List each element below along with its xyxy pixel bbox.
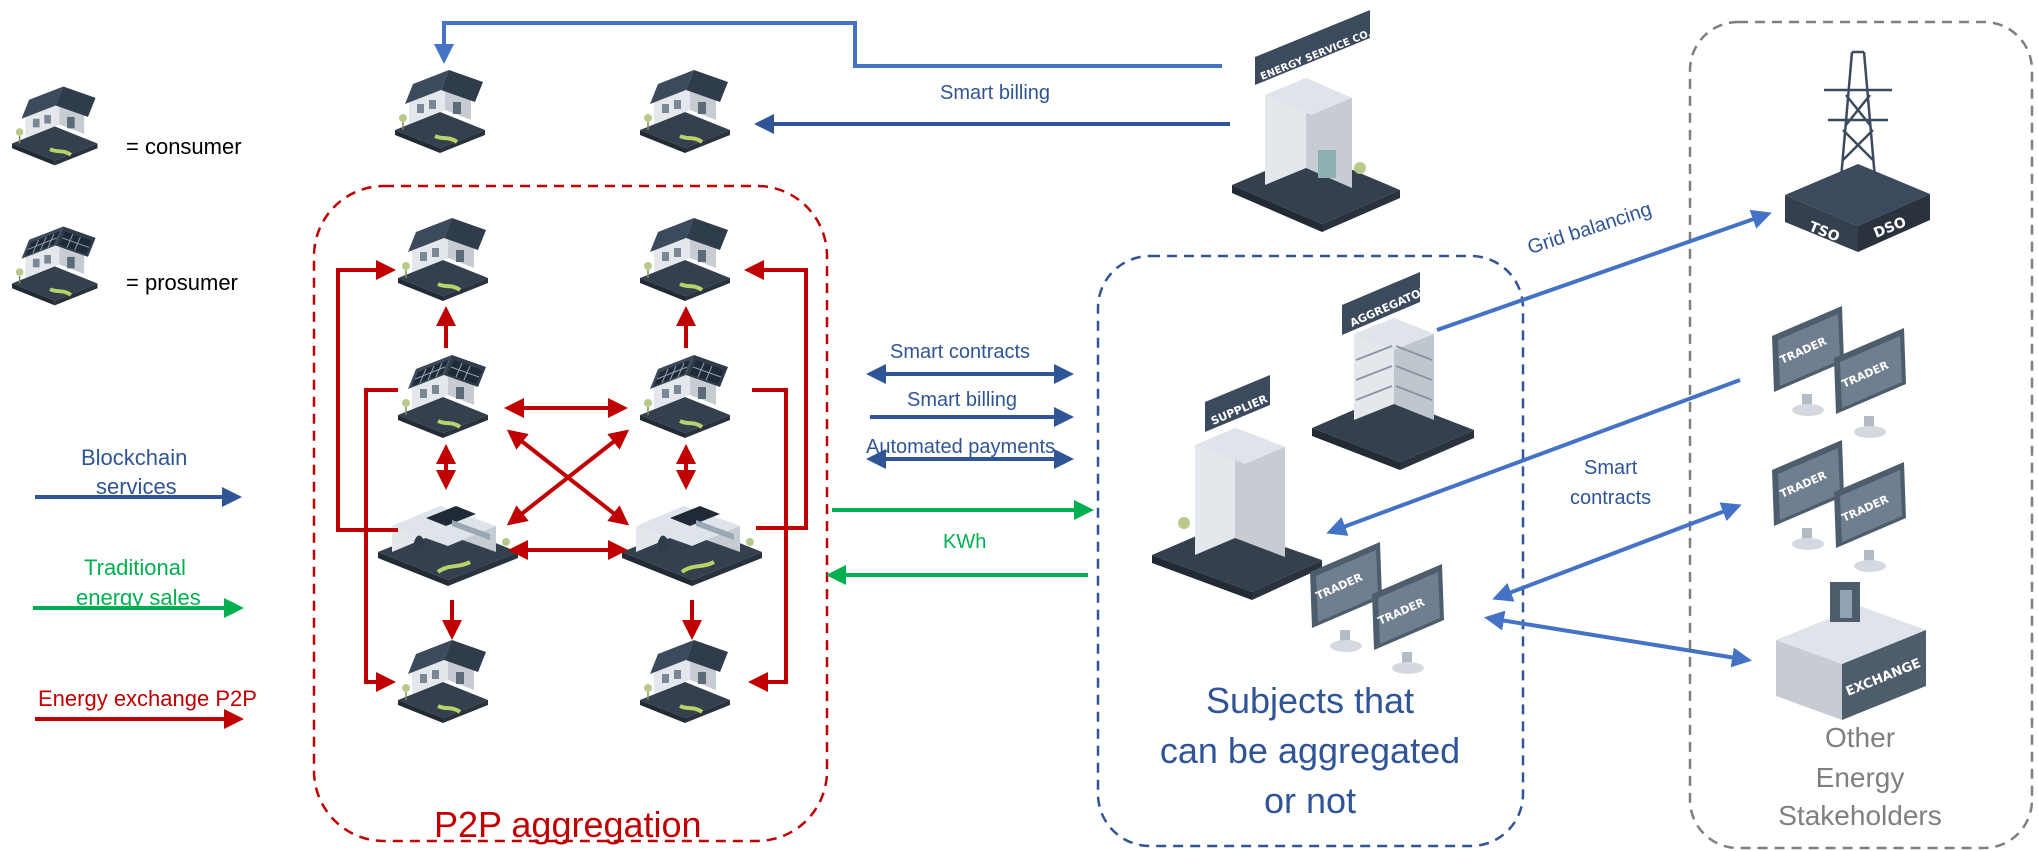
consumer-house-top-left	[393, 68, 487, 155]
p2p-consumer-bottom-right	[638, 638, 732, 725]
legend-p2p-label: Energy exchange P2P	[38, 686, 257, 711]
p2p-arrows	[336, 260, 808, 692]
exchange-arrow	[1484, 610, 1752, 668]
aggregators-building: AGGREGATORS	[1312, 272, 1474, 470]
trader-to-supplier-arrow	[1326, 378, 1741, 536]
other-stakeholders-line2: Energy	[1815, 762, 1905, 793]
smart-billing-top-label: Smart billing	[940, 82, 1051, 104]
legend-blockchain-label-1: Blockchain	[81, 445, 188, 470]
subjects-title-line3: or not	[1263, 780, 1357, 821]
automated-payments-label: Automated payments	[866, 436, 1055, 458]
legend-traditional-label-2: energy sales	[76, 585, 201, 610]
p2p-prosumer-right	[640, 355, 730, 438]
subjects-box	[1096, 254, 1525, 848]
p2p-aggregation-title: P2P aggregation	[434, 804, 702, 845]
other-stakeholders-box	[1688, 20, 2034, 850]
legend	[10, 84, 244, 729]
other-stakeholders-line3: Stakeholders	[1778, 800, 1942, 831]
grid-balancing-arrow	[1436, 209, 1772, 332]
subjects-title-line1: Subjects that	[1205, 680, 1415, 721]
transmission-tower-icon	[1824, 50, 1892, 191]
smart-contracts-right-label-2: contracts	[1570, 487, 1652, 509]
energy-service-company-building: ENERGY SERVICE CO.	[1232, 10, 1400, 232]
smart-contracts-label: Smart contracts	[890, 341, 1031, 363]
smart-contracts-trader-arrow	[1492, 502, 1742, 602]
p2p-consumer-bottom-left	[396, 638, 490, 725]
p2p-aggregation-box	[312, 184, 829, 843]
consumer-house-top-right	[638, 68, 732, 155]
p2p-prosumer-left	[398, 355, 488, 438]
p2p-consumer-top-left	[396, 216, 490, 303]
legend-consumer-label: = consumer	[126, 134, 242, 159]
prosumer-house-icon	[12, 227, 98, 306]
consumer-house-icon	[10, 84, 100, 168]
legend-blockchain-label-2: services	[96, 474, 177, 499]
legend-prosumer-label: = prosumer	[126, 270, 238, 295]
exchange-building: EXCHANGE	[1776, 582, 1926, 720]
other-stakeholders-line1: Other	[1824, 722, 1896, 753]
kwh-label: KWh	[943, 531, 987, 553]
billing-line-to-consumer	[434, 21, 1222, 68]
p2p-consumer-top-right	[638, 216, 732, 303]
subjects-title-line2: can be aggregated	[1159, 730, 1461, 771]
p2p-market-left	[376, 504, 520, 588]
smart-billing-middle-label: Smart billing	[907, 389, 1018, 411]
legend-traditional-label-1: Traditional	[84, 555, 186, 580]
tso-dso-block: TSO DSO	[1785, 50, 1930, 252]
smart-contracts-right-label-1: Smart	[1584, 457, 1638, 479]
p2p-market-right	[620, 504, 764, 588]
supplier-building: SUPPLIER	[1152, 375, 1322, 600]
